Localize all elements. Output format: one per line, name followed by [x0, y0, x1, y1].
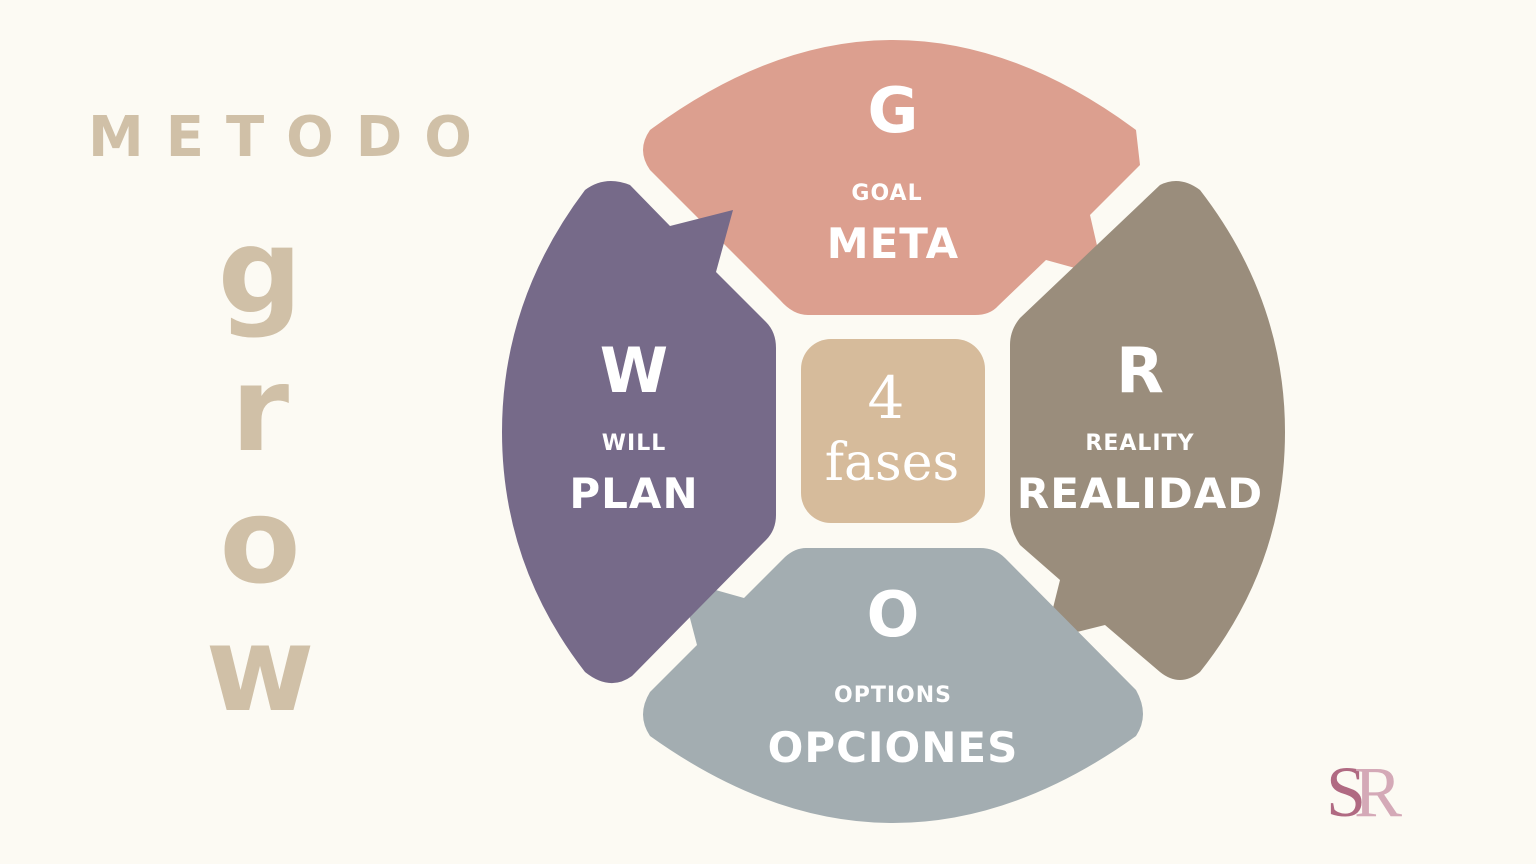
title-metodo: METODO — [88, 105, 494, 170]
segment-reality — [1010, 181, 1285, 680]
will-letter: W — [600, 334, 668, 407]
sr-logo: SR — [1326, 752, 1436, 832]
center-label: fases — [825, 433, 959, 493]
options-english-label: OPTIONS — [834, 683, 952, 708]
acronym-letter-w: w — [205, 600, 315, 738]
goal-spanish-label: META — [827, 219, 959, 268]
goal-english-label: GOAL — [851, 181, 922, 206]
will-english-label: WILL — [602, 431, 667, 456]
center-box — [801, 339, 985, 523]
segment-will — [502, 181, 776, 684]
reality-letter: R — [1116, 334, 1164, 407]
acronym-letter-g: g — [217, 202, 303, 340]
goal-letter: G — [868, 74, 919, 147]
acronym-letter-o: o — [219, 472, 301, 610]
logo-letter-r: R — [1354, 752, 1403, 832]
logo-letter-s: S — [1326, 752, 1367, 832]
options-letter: O — [867, 578, 920, 651]
reality-spanish-label: REALIDAD — [1017, 469, 1263, 518]
segment-options — [643, 548, 1143, 823]
will-spanish-label: PLAN — [569, 469, 698, 518]
acronym-letter-r: r — [230, 340, 290, 478]
center-number: 4 — [868, 364, 905, 432]
segment-goal — [643, 40, 1140, 315]
reality-english-label: REALITY — [1085, 431, 1194, 456]
options-spanish-label: OPCIONES — [768, 723, 1019, 772]
